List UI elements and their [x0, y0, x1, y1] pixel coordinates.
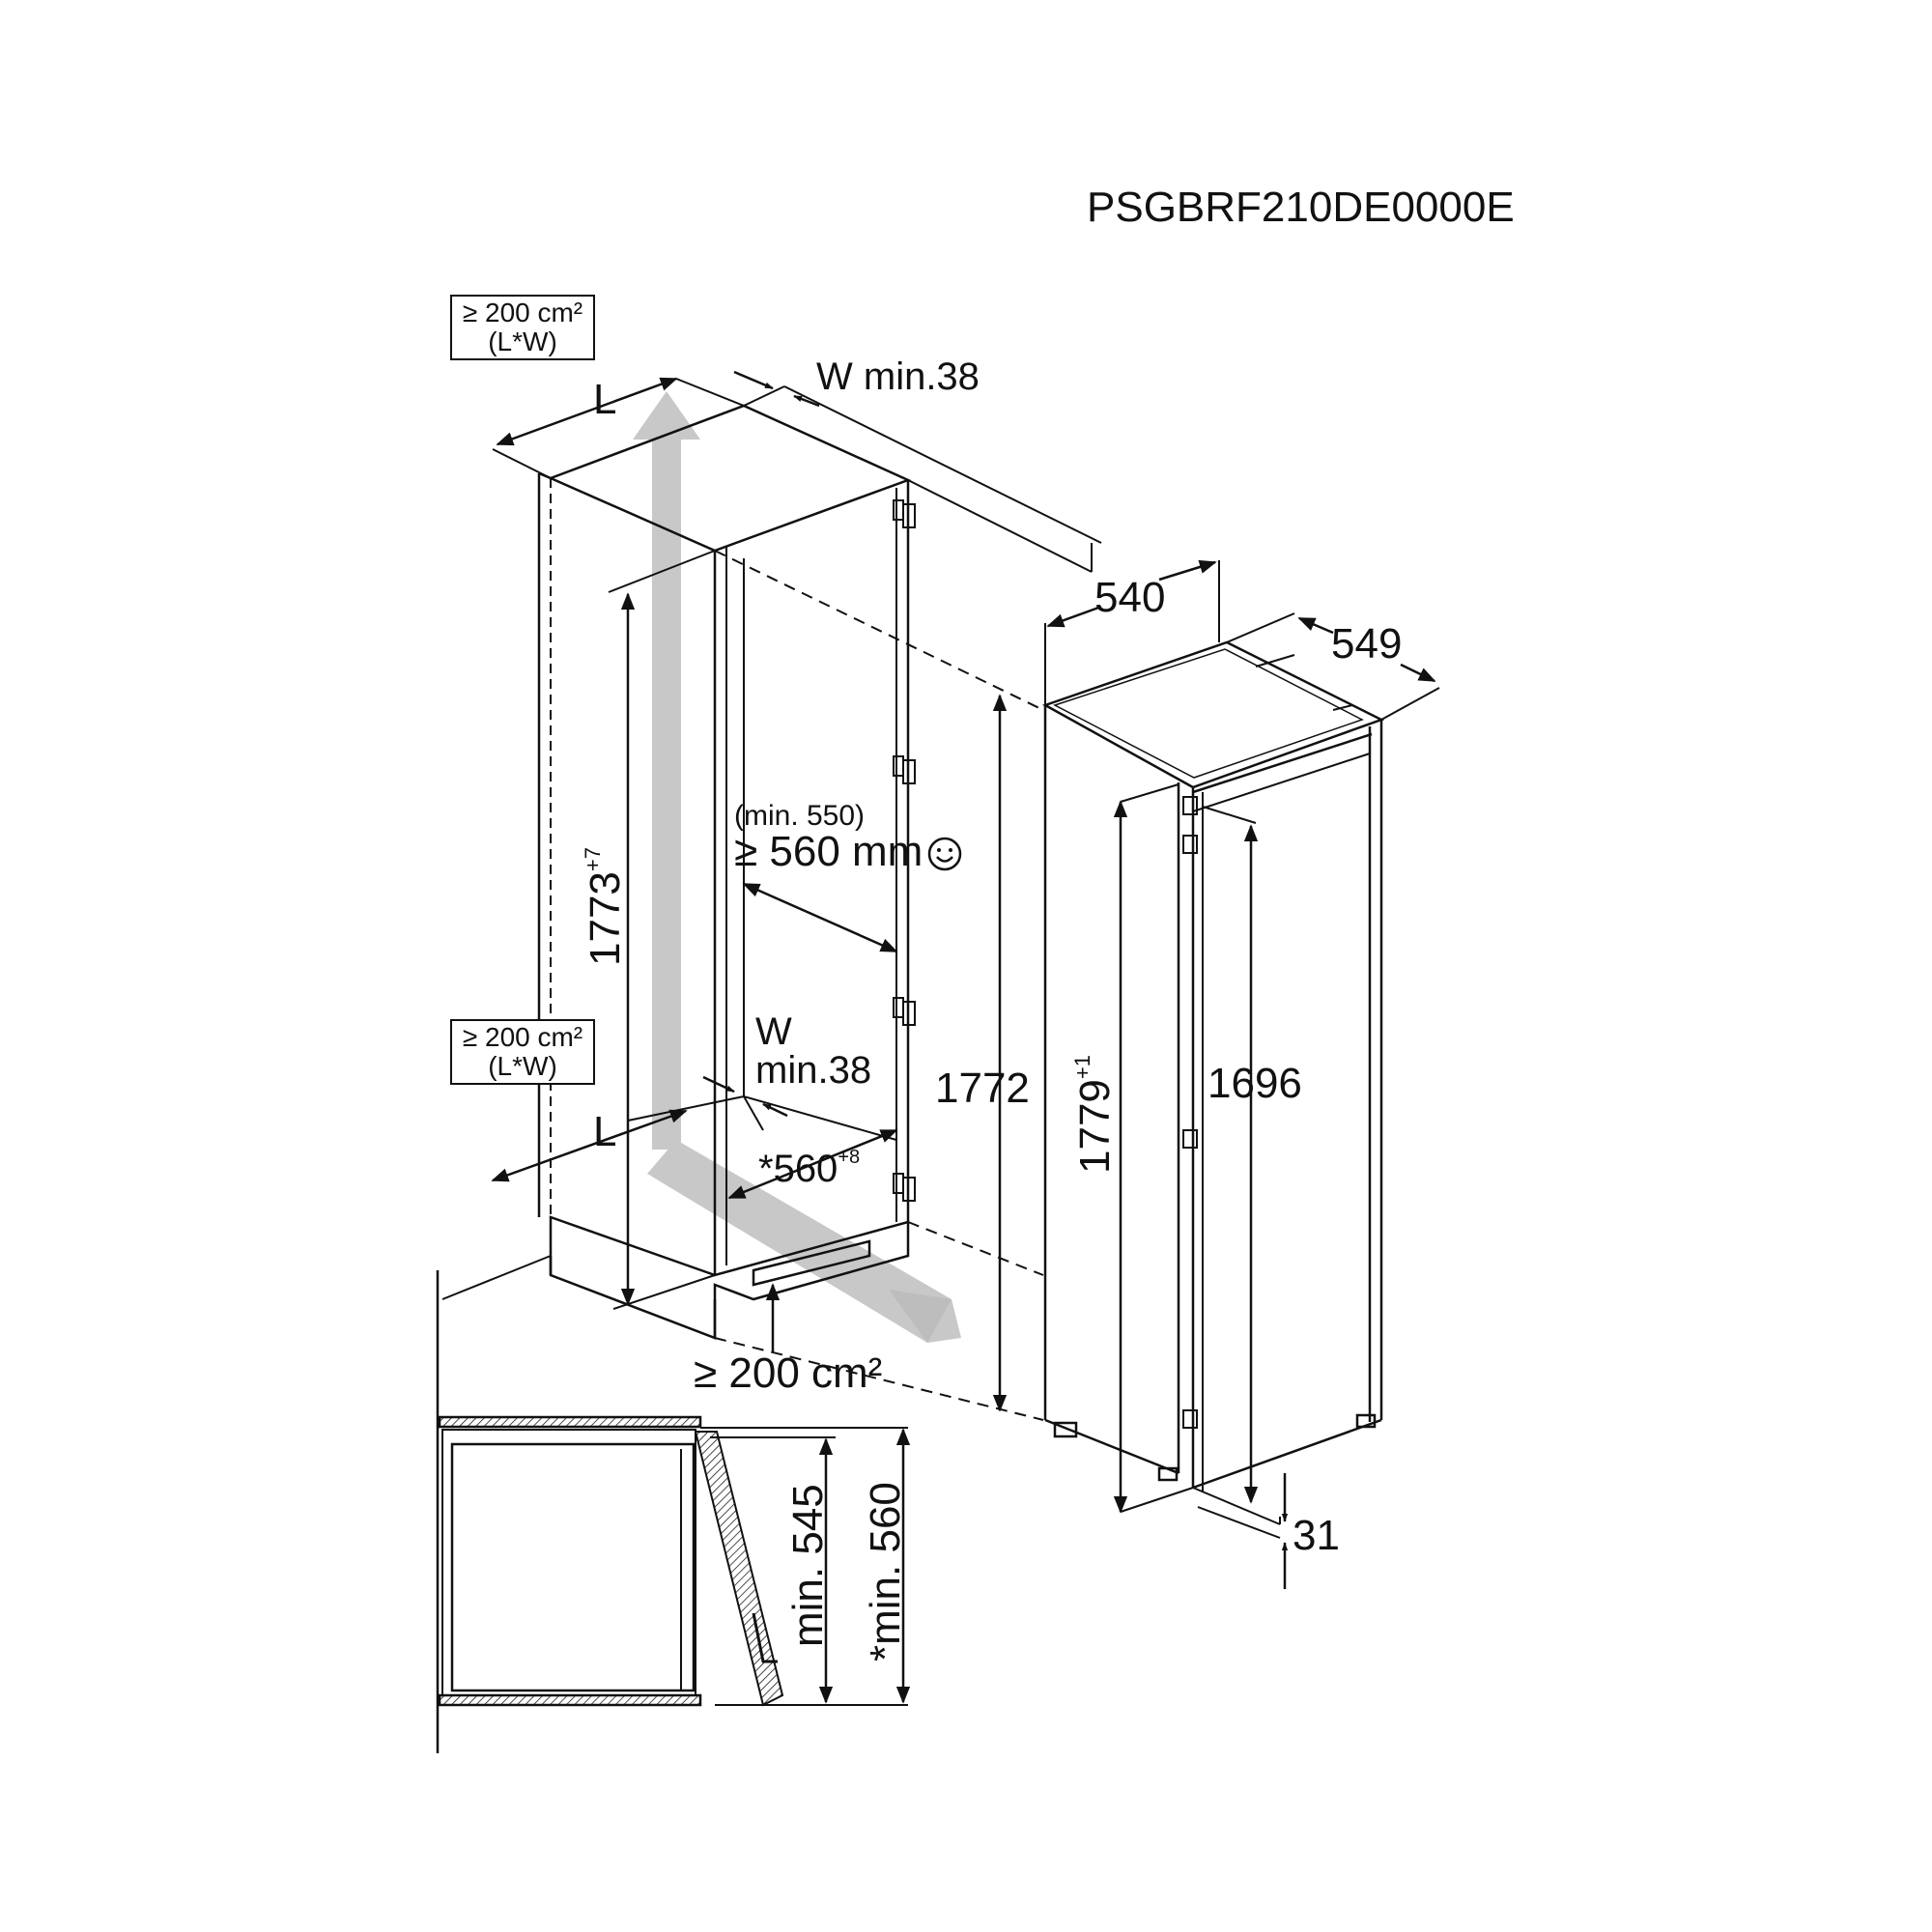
fridge-appliance [1041, 640, 1385, 1492]
smiley-icon [928, 838, 962, 871]
vent-mid-line1: ≥ 200 cm² [462, 1022, 583, 1052]
label-l-bottom: L [593, 1108, 617, 1155]
inner-height-label: 1696 [1208, 1060, 1302, 1107]
label-l-top: L [593, 376, 617, 423]
fridge-dimensions [992, 559, 1440, 1589]
projection-lines [714, 550, 1044, 1421]
label-w-top: W min.38 [816, 355, 980, 398]
appliance-height-label: 1772 [935, 1065, 1030, 1112]
appliance-depth-label: 549 [1331, 620, 1403, 668]
niche-height-value: 1773 [582, 871, 629, 966]
appliance-width-label: 540 [1094, 574, 1166, 621]
section-min-560-label: *min. 560 [862, 1482, 909, 1662]
vent-top-line1: ≥ 200 cm² [462, 298, 583, 327]
plinth-vent-label: ≥ 200 cm² [694, 1350, 883, 1397]
niche-height-tol: +7 [581, 847, 605, 872]
door-height-tol: +1 [1070, 1055, 1094, 1080]
niche-width-value: *560 [758, 1148, 838, 1190]
model-code: PSGBRF210DE0000E [1087, 184, 1515, 231]
door-min-note: (min. 550) [734, 800, 866, 832]
vent-top-line2: (L*W) [488, 327, 557, 356]
niche-width-label: *560+8 [758, 1147, 861, 1190]
section-min-545-label: min. 545 [784, 1484, 832, 1647]
door-clearance: ≥ 560 mm [734, 828, 923, 875]
cabinet-niche [441, 404, 912, 1340]
door-height-value: 1779 [1071, 1079, 1119, 1174]
door-height-label: 1779+1 [1070, 1055, 1119, 1174]
vent-mid-line2: (L*W) [488, 1051, 557, 1081]
fridge-hinges [1182, 796, 1198, 1429]
niche-height-label: 1773+7 [581, 847, 629, 966]
door-clearance-label: ≥ 560 mm [734, 831, 963, 873]
section-detail [436, 1270, 911, 1753]
bottom-offset-label: 31 [1293, 1512, 1340, 1559]
label-w-mid-2: min.38 [755, 1049, 872, 1092]
label-w-mid-1: W [755, 1010, 792, 1053]
niche-width-tol: +8 [838, 1147, 861, 1168]
vent-note-mid: ≥ 200 cm² (L*W) [450, 1019, 595, 1085]
cabinet-dimensions [491, 370, 1102, 1352]
vent-note-top: ≥ 200 cm² (L*W) [450, 295, 595, 360]
